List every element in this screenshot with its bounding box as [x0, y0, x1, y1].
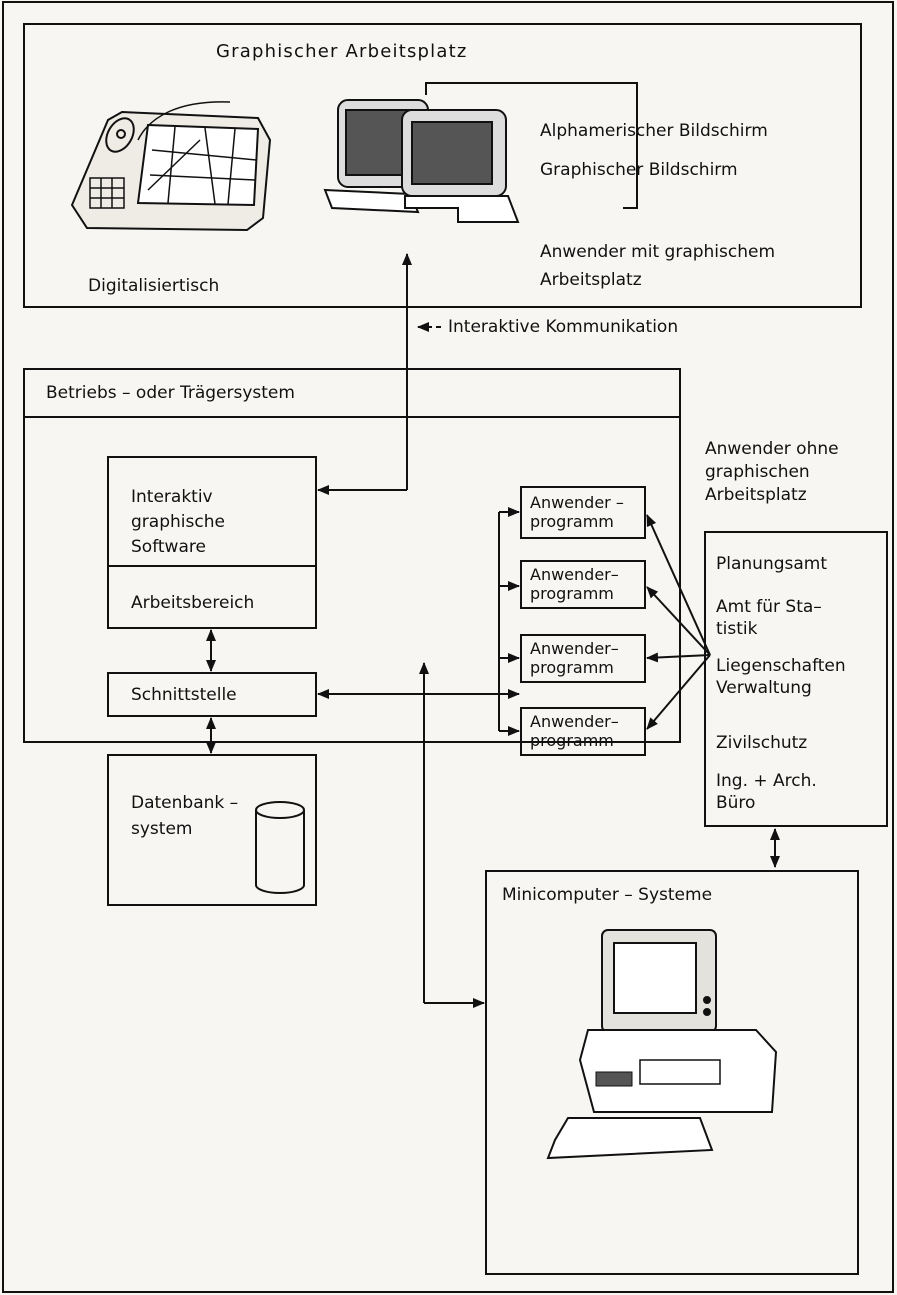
minicomputer-title: Minicomputer – Systeme: [502, 885, 713, 905]
graphic-workstation-title: Graphischer Arbeitsplatz: [216, 41, 468, 62]
digitizer-label: Digitalisiertisch: [88, 276, 220, 296]
interface-label: Schnittstelle: [131, 685, 237, 705]
interactive-communication-label: Interaktive Kommunikation: [448, 317, 679, 337]
minicomputer-box: [485, 870, 859, 1275]
users-without-heading: Anwender ohne graphischen Arbeitsplatz: [705, 439, 839, 505]
program-label-1: Anwender – programm: [530, 493, 624, 531]
database-cylinder-icon: [255, 801, 305, 894]
workstation-user-label: Anwender mit graphischem Arbeitsplatz: [540, 242, 776, 290]
software-label: Interaktiv graphische Software: [131, 487, 225, 557]
database-box: [107, 754, 317, 906]
graphic-screen-label: Graphischer Bildschirm: [540, 160, 738, 180]
program-label-2: Anwender– programm: [530, 565, 619, 603]
graphic-terminal-icon: [323, 99, 520, 223]
alpha-screen-label: Alphamerischer Bildschirm: [540, 121, 768, 141]
screens-bracket: [425, 82, 638, 209]
users-box: [704, 531, 888, 827]
user-item-statistik: Amt für Sta– tistik: [716, 597, 822, 639]
program-label-3: Anwender– programm: [530, 639, 619, 677]
software-box: [107, 456, 317, 629]
minicomputer-icon: [546, 929, 778, 1160]
workspace-label: Arbeitsbereich: [131, 593, 255, 613]
database-label: Datenbank – system: [131, 793, 239, 839]
user-item-zivilschutz: Zivilschutz: [716, 733, 808, 753]
program-box-3: [520, 634, 646, 683]
graphic-workstation-box: [23, 23, 862, 308]
program-label-4: Anwender– programm: [530, 712, 619, 750]
program-box-4: [520, 707, 646, 756]
user-item-liegenschaften: Liegenschaften Verwaltung: [716, 656, 846, 698]
operating-system-title: Betriebs – oder Trägersystem: [46, 383, 295, 403]
program-box-1: [520, 486, 646, 539]
digitizer-tablet-icon: [70, 101, 272, 232]
interface-box: [107, 672, 317, 717]
user-item-ing-arch: Ing. + Arch. Büro: [716, 771, 817, 813]
user-item-planungsamt: Planungsamt: [716, 554, 828, 574]
operating-system-box: [23, 368, 681, 743]
program-box-2: [520, 560, 646, 609]
